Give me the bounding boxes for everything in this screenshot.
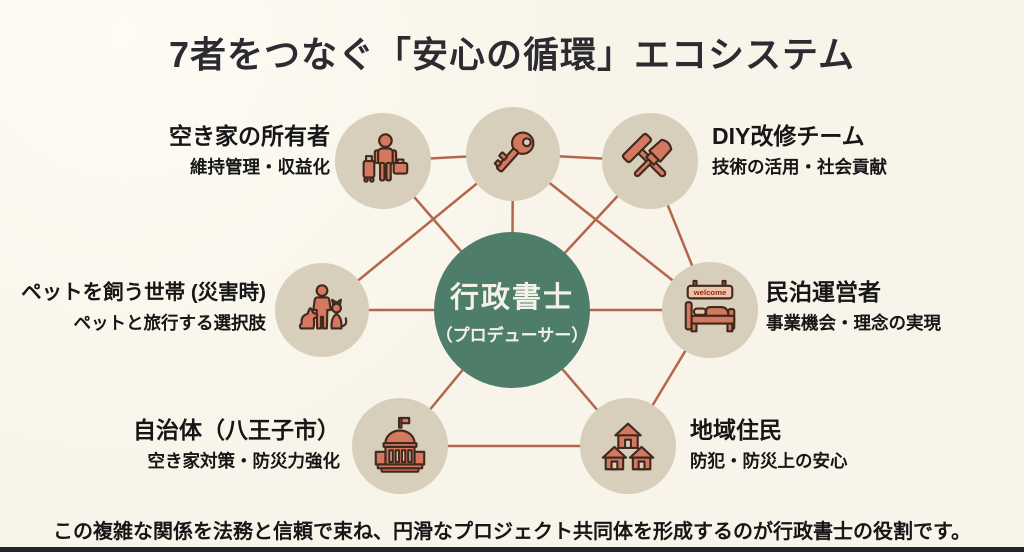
label-subtitle: 防犯・防災上の安心 — [690, 451, 848, 471]
center-sublabel: （プロデューサー） — [435, 326, 589, 345]
pet-owner-icon — [298, 284, 348, 330]
label-local-residents: 地域住民 防犯・防災上の安心 — [690, 416, 980, 473]
hammer-brush-icon — [621, 132, 673, 178]
label-title: 自治体（八王子市） — [133, 417, 340, 443]
label-subtitle: 技術の活用・社会貢献 — [712, 157, 887, 177]
node-vacant-house-owner — [335, 113, 431, 209]
label-title: 地域住民 — [690, 417, 782, 443]
label-diy-team: DIY改修チーム 技術の活用・社会貢献 — [712, 122, 1002, 179]
key-icon — [493, 131, 535, 173]
label-title: 民泊運営者 — [766, 279, 881, 305]
label-pet-household: ペットを飼う世帯 (災害時) ペットと旅行する選択肢 — [6, 278, 266, 335]
label-subtitle: 事業機会・理念の実現 — [766, 313, 941, 333]
label-municipality: 自治体（八王子市） 空き家対策・防災力強化 — [53, 416, 340, 473]
center-label: 行政書士 — [449, 282, 574, 314]
node-key — [466, 107, 560, 201]
node-local-residents — [580, 398, 676, 494]
svg-text:welcome: welcome — [693, 288, 727, 297]
city-hall-icon — [374, 416, 426, 473]
traveler-icon — [362, 133, 409, 183]
houses-icon — [601, 422, 655, 471]
footer-bar — [0, 547, 1024, 552]
node-diy-team — [602, 113, 698, 209]
page-title: 7者をつなぐ「安心の循環」エコシステム — [169, 34, 855, 75]
node-municipality — [352, 398, 448, 494]
label-title: DIY改修チーム — [712, 123, 865, 149]
label-title: 空き家の所有者 — [169, 123, 330, 149]
label-guesthouse-operator: 民泊運営者 事業機会・理念の実現 — [766, 278, 1016, 335]
node-guesthouse-operator: welcome — [662, 262, 758, 358]
footer-caption: この複雑な関係を法務と信頼で束ね、円滑なプロジェクト共同体を形成するのが行政書士… — [53, 521, 971, 543]
label-subtitle: 空き家対策・防災力強化 — [147, 451, 341, 471]
label-subtitle: ペットと旅行する選択肢 — [73, 313, 267, 333]
center-hub-gyoseishoshi: 行政書士 （プロデューサー） — [434, 232, 590, 388]
label-vacant-house-owner: 空き家の所有者 維持管理・収益化 — [95, 122, 330, 179]
node-pet-household — [275, 263, 369, 357]
label-title: ペットを飼う世帯 (災害時) — [21, 281, 266, 304]
guesthouse-bed-icon: welcome — [684, 279, 736, 333]
label-subtitle: 維持管理・収益化 — [190, 157, 330, 177]
